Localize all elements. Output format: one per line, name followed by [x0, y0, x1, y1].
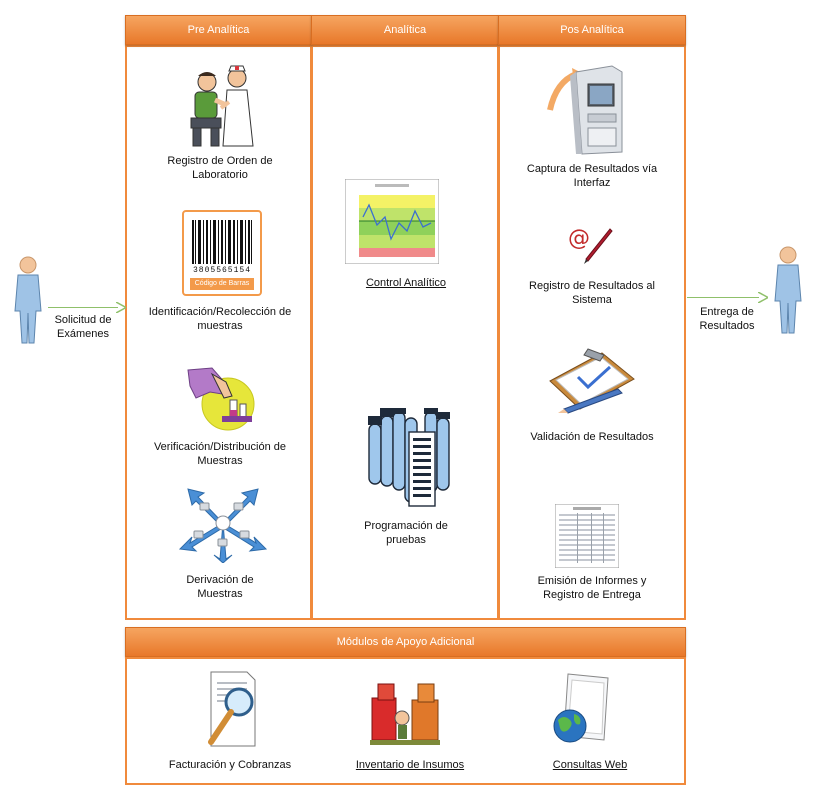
- captura-label-2: Interfaz: [573, 177, 611, 189]
- registro-orden-label-1: Registro de Orden de: [167, 155, 273, 167]
- solicitud-label-1: Solicitud de: [54, 314, 112, 326]
- clipboard-check-icon: [549, 348, 635, 414]
- inventario-label: Inventario de Insumos: [355, 759, 465, 771]
- test-tubes-icon: [368, 408, 450, 507]
- support-header: Módulos de Apoyo Adicional: [125, 627, 686, 657]
- person-icon-right: [774, 246, 802, 334]
- input-arrow-line: [48, 307, 118, 308]
- verificacion-label-2: Muestras: [197, 455, 243, 467]
- registro-resultados-label-2: Sistema: [572, 294, 612, 306]
- output-arrow-head: [758, 292, 768, 303]
- barcode-caption: Código de Barras: [190, 278, 254, 290]
- at-pen-icon: @: [568, 226, 613, 264]
- barcode-number: 3805565154: [192, 266, 251, 275]
- identificacion-label-2: muestras: [197, 320, 243, 332]
- emision-label-2: Registro de Entrega: [543, 589, 641, 601]
- registro-orden-label-2: Laboratorio: [192, 169, 248, 181]
- entrega-label-2: Resultados: [699, 320, 755, 332]
- nurse-patient-icon: [190, 65, 254, 147]
- derivacion-label-1: Derivación de: [186, 574, 254, 586]
- derivacion-label-2: Muestras: [197, 588, 243, 600]
- captura-label-1: Captura de Resultados vía: [526, 163, 658, 175]
- input-arrow-head: [116, 302, 126, 313]
- inventory-icon: [370, 683, 440, 745]
- control-chart-icon: [345, 179, 439, 264]
- derivation-icon: [178, 488, 268, 563]
- pos-analitica-header: Pos Analítica: [498, 15, 686, 45]
- sample-handling-icon: [187, 367, 255, 431]
- analitica-header: Analítica: [311, 15, 499, 45]
- programacion-label-1: Programación de: [364, 520, 448, 532]
- barcode-icon: 3805565154 Código de Barras: [182, 210, 262, 296]
- web-globe-icon: [553, 673, 609, 743]
- entrega-label-1: Entrega de: [700, 306, 754, 318]
- identificacion-label-1: Identificación/Recolección de: [148, 306, 292, 318]
- registro-resultados-label-1: Registro de Resultados al: [529, 280, 655, 292]
- svg-text:@: @: [568, 226, 590, 251]
- consultas-web-label: Consultas Web: [552, 759, 628, 771]
- output-arrow-line: [687, 297, 759, 298]
- validacion-label: Validación de Resultados: [530, 431, 654, 443]
- emision-label-1: Emisión de Informes y: [537, 575, 647, 587]
- person-icon-left: [14, 256, 42, 344]
- analitica-panel: [311, 45, 499, 620]
- programacion-label-2: pruebas: [386, 534, 426, 546]
- verificacion-label-1: Verificación/Distribución de: [153, 441, 287, 453]
- pre-analitica-header: Pre Analítica: [125, 15, 312, 45]
- report-document-icon: [555, 504, 619, 568]
- control-analitico-label: Control Analítico: [365, 277, 447, 289]
- facturacion-label: Facturación y Cobranzas: [168, 759, 292, 771]
- solicitud-label-2: Exámenes: [57, 328, 109, 340]
- magnifier-document-icon: [208, 671, 256, 747]
- analyzer-machine-icon: [547, 65, 623, 155]
